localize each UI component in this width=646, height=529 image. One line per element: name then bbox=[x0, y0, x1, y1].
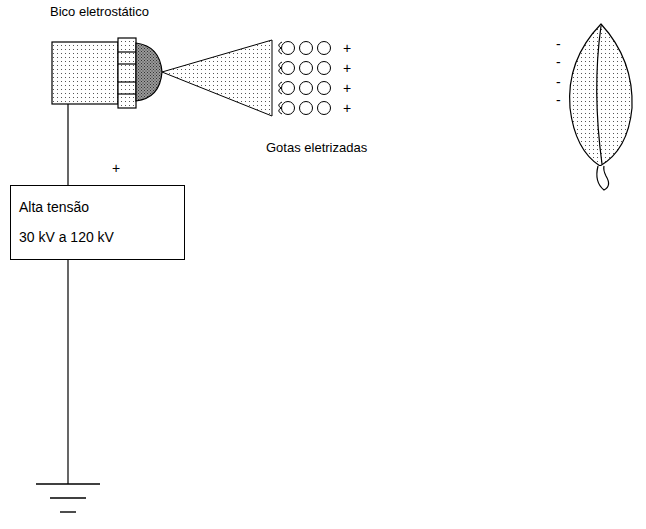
spray-cone bbox=[162, 40, 272, 116]
wire bbox=[67, 104, 68, 484]
droplet bbox=[318, 62, 331, 75]
droplet bbox=[318, 82, 331, 95]
ground-symbol bbox=[36, 484, 100, 512]
charge-sign: + bbox=[343, 100, 351, 116]
charge-sign: - bbox=[556, 74, 561, 90]
charge-sign: - bbox=[556, 36, 561, 52]
leaf bbox=[570, 24, 633, 190]
part-name: Gotas eletrizadas bbox=[266, 140, 367, 156]
charge-sign: - bbox=[556, 92, 561, 108]
voltage-range: 30 kV a 120 kV bbox=[19, 229, 176, 246]
droplets bbox=[279, 42, 331, 115]
droplet bbox=[282, 102, 295, 115]
droplet bbox=[300, 62, 313, 75]
nozzle bbox=[52, 38, 162, 108]
droplet bbox=[282, 82, 295, 95]
droplet bbox=[300, 82, 313, 95]
part-name: Bico eletrostático bbox=[50, 4, 149, 20]
droplet bbox=[300, 42, 313, 55]
droplet bbox=[300, 102, 313, 115]
charge-sign: + bbox=[343, 80, 351, 96]
droplet bbox=[318, 102, 331, 115]
droplet bbox=[282, 62, 295, 75]
charge-sign: + bbox=[343, 60, 351, 76]
charge-sign: + bbox=[343, 40, 351, 56]
charge-sign: - bbox=[556, 54, 561, 70]
droplet bbox=[318, 42, 331, 55]
power-supply-box: Alta tensão 30 kV a 120 kV bbox=[10, 185, 185, 260]
droplet bbox=[282, 42, 295, 55]
box-title: Alta tensão bbox=[19, 199, 176, 216]
polarity-sign: + bbox=[112, 160, 120, 176]
